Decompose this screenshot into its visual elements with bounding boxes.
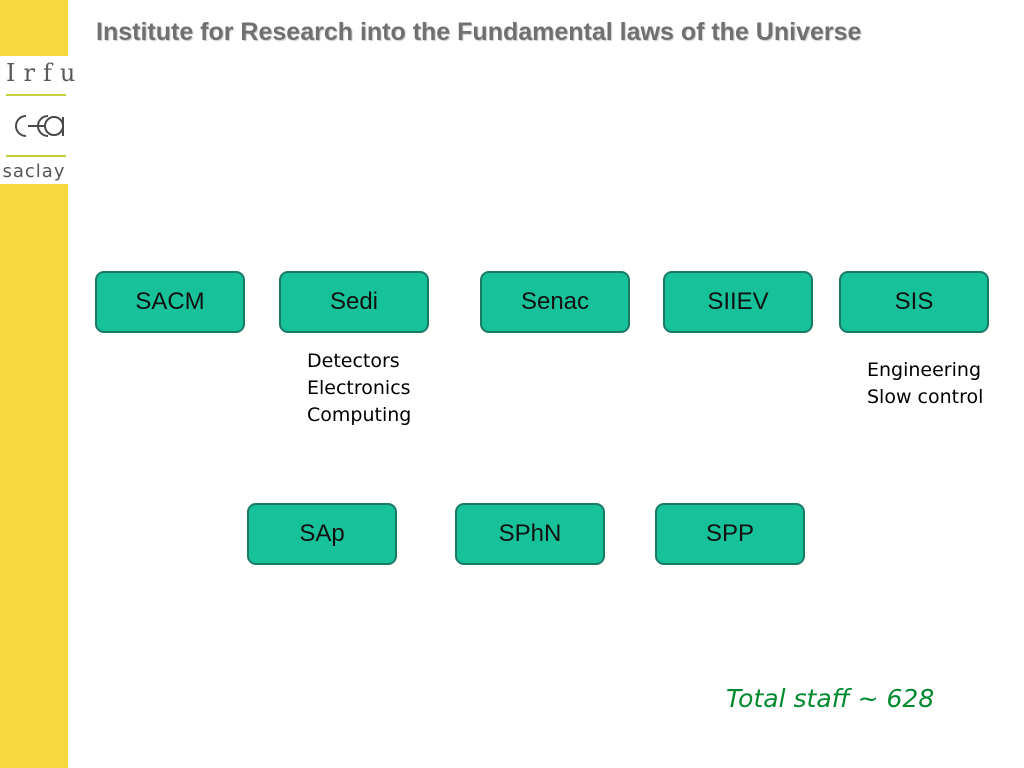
cea-logo — [15, 115, 64, 137]
unit-box-sap: SAp — [247, 503, 397, 565]
sedi-desc-line: Computing — [307, 404, 412, 426]
total-staff-label: Total staff ~ 628 — [726, 684, 935, 713]
unit-box-sis: SIS — [839, 271, 989, 333]
unit-box-siiev: SIIEV — [663, 271, 813, 333]
sis-desc-line: Slow control — [867, 386, 984, 408]
saclay-logo: saclay — [2, 161, 66, 182]
unit-box-sacm: SACM — [95, 271, 245, 333]
logo-panel — [0, 56, 68, 184]
unit-box-senac: Senac — [480, 271, 630, 333]
sedi-desc-line: Electronics — [307, 377, 411, 399]
sedi-desc-line: Detectors — [307, 350, 400, 372]
logo-divider — [6, 94, 66, 96]
unit-box-sedi: Sedi — [279, 271, 429, 333]
unit-box-sphn: SPhN — [455, 503, 605, 565]
irfu-logo: Irfu — [6, 59, 84, 87]
sedi-description: Detectors Electronics Computing — [307, 348, 411, 429]
page-title: Institute for Research into the Fundamen… — [96, 18, 862, 46]
sis-description: Engineering Slow control — [867, 357, 983, 411]
unit-box-spp: SPP — [655, 503, 805, 565]
logo-divider — [6, 155, 66, 157]
sis-desc-line: Engineering — [867, 359, 981, 381]
